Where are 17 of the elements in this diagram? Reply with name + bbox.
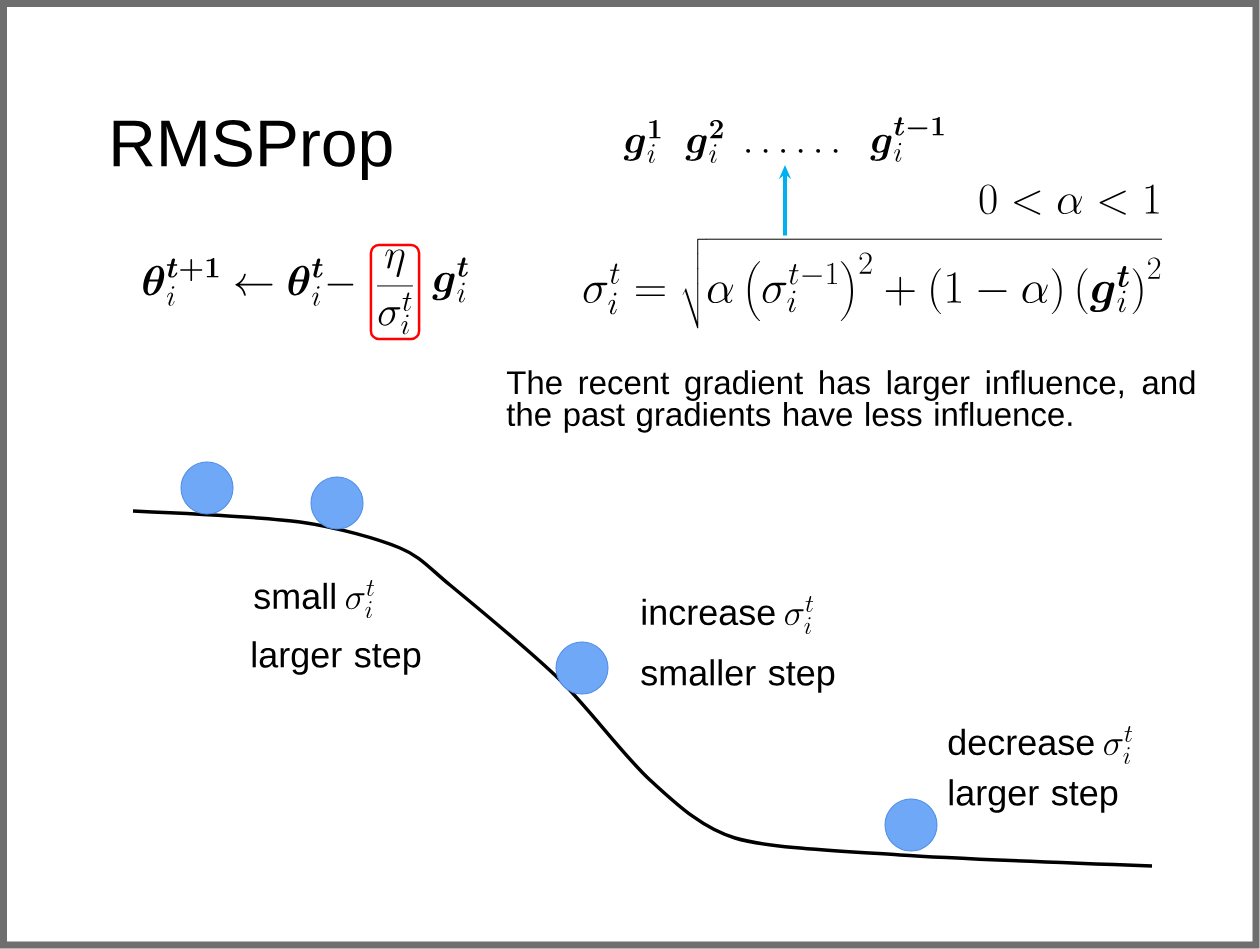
step-label: decrease	[948, 728, 1094, 756]
formula: $\sigma_i^t$	[1104, 726, 1133, 764]
step-label: smaller step	[641, 659, 835, 693]
formula: $\boldsymbol{g}_i^{\boldsymbol{t}}$	[432, 257, 468, 303]
step-label: larger step	[949, 779, 1118, 813]
note-text: The recent gradient has larger influence, and the past gradients have less influence.	[506, 370, 1195, 433]
formula: $\boldsymbol{\theta}_i^{\boldsymbol{t+1}}\leftarrow\boldsymbol{\theta}_i^{\boldsymbol{t}}-$	[143, 258, 354, 306]
highlight-box: $\frac{\eta}{\sigma_i^t}$	[369, 243, 421, 341]
step-label: small	[254, 582, 335, 610]
formula: $0<\alpha<1$	[979, 184, 1159, 215]
formula: $\sigma_i^t$	[785, 596, 814, 634]
sigma-formula: $\sigma_i^t=\sqrt{\alpha\left(\sigma_i^{t-1}\right)^2+(1-\alpha)\left(\boldsymbol{g}_i^{\boldsymbol{t}}\right)^2}$	[583, 238, 1163, 329]
gradient-sequence-formula: $\boldsymbol{g}_i^{\boldsymbol{1}}\;\;\boldsymbol{g}_i^{\boldsymbol{2}}\;\ldots\ldots\;\;\boldsymbol{g}_i^{\boldsymbol{t-1}}$	[623, 116, 944, 163]
step-label: increase	[642, 598, 775, 626]
slide-title: RMSProp	[113, 120, 392, 180]
step-label: larger step	[252, 641, 421, 675]
formula: $\sigma_i^t$	[346, 580, 375, 618]
